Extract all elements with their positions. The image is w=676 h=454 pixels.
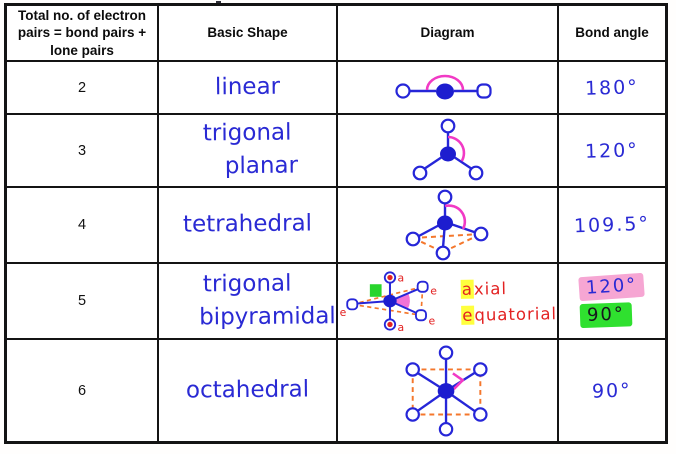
table-row-octahedral-pairs: 6: [7, 340, 159, 441]
equatorial-atom: [415, 309, 427, 322]
table-row-linear-diagram: [338, 62, 559, 115]
table-row-linear-pairs: 2: [7, 62, 159, 115]
table-row-trigonal-bipyramidal-pairs: 5: [7, 264, 159, 340]
equatorial-atom: [416, 280, 429, 293]
central-atom: [437, 382, 455, 399]
equatorial-label: e: [430, 284, 437, 297]
pairs-count: 5: [77, 293, 87, 309]
outer-atom: [440, 118, 455, 133]
table-row-trigonal-planar-shape: trigonal planar: [159, 115, 338, 188]
shape-line-2: planar: [224, 153, 299, 180]
angle-arc-109: [444, 204, 466, 230]
outer-atom: [438, 421, 454, 436]
shape-line-1: trigonal: [202, 119, 292, 147]
pink-120-angle-wedge: [390, 293, 410, 310]
bond-angle-value: 90°: [591, 378, 633, 403]
central-atom: [435, 83, 454, 99]
table-row-linear-shape: linear: [159, 62, 338, 115]
perspective-dashed-square: [411, 367, 482, 415]
header-electron-pairs: Total no. of electron pairs = bond pairs…: [7, 6, 159, 62]
outer-atom: [412, 165, 427, 180]
outer-atom: [435, 245, 450, 261]
outer-atom: [473, 406, 488, 422]
table-row-tetrahedral-pairs: 4: [7, 188, 159, 264]
axial-equatorial-legend: axial equatorial: [460, 278, 557, 325]
highlighted-letter-a: a: [460, 279, 475, 299]
header-diagram: Diagram: [338, 6, 559, 62]
pairs-count: 2: [77, 79, 87, 96]
equatorial-label: e: [429, 314, 436, 327]
octahedral-molecule-diagram: [405, 345, 488, 436]
axial-label: a: [398, 272, 405, 285]
shape-name: tetrahedral: [182, 210, 313, 238]
vsepr-geometry-table: Total no. of electron pairs = bond pairs…: [4, 3, 668, 444]
pairs-count: 4: [77, 217, 87, 233]
shape-name: trigonal planar: [202, 117, 298, 184]
highlighted-letter-e: e: [461, 305, 475, 325]
bond-angle-value: 120°: [584, 138, 640, 163]
legend-axial-rest: xial: [473, 278, 508, 299]
axial-label: a: [398, 321, 405, 334]
table-row-tetrahedral-angle: 109.5°: [559, 188, 665, 264]
green-90-angle-marker: [369, 284, 382, 297]
table-row-trigonal-planar-diagram: [338, 115, 559, 188]
header-basic-shape: Basic Shape: [159, 6, 338, 62]
angle-right-angle-marker: [452, 371, 465, 390]
pairs-count: 3: [77, 142, 87, 159]
perspective-dashed-line: [412, 233, 481, 239]
table-row-tetrahedral-diagram: [338, 188, 559, 264]
table-row-trigonal-planar-pairs: 3: [7, 115, 159, 188]
table-row-trigonal-bipyramidal-angle: 120° 90°: [559, 264, 665, 340]
table-row-linear-angle: 180°: [559, 62, 665, 115]
bond-angle-value: 180°: [584, 75, 640, 100]
outer-atom: [394, 82, 411, 99]
trigonal-planar-molecule-diagram: [412, 118, 483, 180]
outer-atom: [473, 226, 488, 242]
axial-atom-red-dot: [387, 321, 393, 328]
outer-atom: [405, 361, 420, 377]
central-atom: [436, 215, 453, 231]
bond-angle-value-axial: 90°: [579, 302, 633, 329]
legend-equatorial-rest: quatorial: [474, 303, 558, 325]
pairs-count: 6: [77, 382, 87, 399]
outer-atom: [437, 189, 452, 205]
outer-atom: [468, 165, 483, 180]
shape-line-2: bipyramidal: [199, 303, 337, 331]
tetrahedral-molecule-diagram: [405, 189, 488, 261]
perspective-dashed-line: [352, 303, 422, 317]
header-bond-angle: Bond angle: [559, 6, 665, 62]
outer-atom: [475, 82, 492, 99]
table-row-trigonal-planar-angle: 120°: [559, 115, 665, 188]
shape-name: trigonal bipyramidal: [179, 267, 336, 335]
table-row-trigonal-bipyramidal-shape: trigonal bipyramidal: [159, 264, 338, 340]
perspective-dashed-line: [352, 285, 423, 306]
outer-atom: [473, 361, 488, 377]
trigonal-bipyramidal-molecule-diagram: a a e e e: [340, 271, 437, 334]
bond-angle-value: 109.5°: [573, 212, 651, 238]
outer-atom: [438, 345, 454, 360]
table-row-octahedral-angle: 90°: [559, 340, 665, 441]
angle-arc-180: [425, 74, 464, 90]
legend-equatorial: equatorial: [461, 304, 557, 325]
table-row-trigonal-bipyramidal-diagram: a a e e e axial equatorial: [338, 264, 559, 340]
angle-arc-120: [447, 135, 465, 162]
bond-angle-value-equatorial: 120°: [578, 272, 646, 302]
axial-atom-red-dot: [387, 274, 393, 281]
shape-name: octahedral: [185, 376, 310, 404]
table-row-octahedral-shape: octahedral: [159, 340, 338, 441]
table-row-tetrahedral-shape: tetrahedral: [159, 188, 338, 264]
central-atom: [439, 146, 456, 161]
perspective-dashed-line: [442, 233, 481, 253]
linear-molecule-diagram: [394, 74, 492, 99]
outer-atom: [405, 231, 420, 247]
outer-atom: [405, 406, 420, 422]
equatorial-label: e: [340, 306, 347, 319]
table-row-octahedral-diagram: [338, 340, 559, 441]
legend-axial: axial: [460, 278, 508, 299]
shape-line-1: trigonal: [202, 270, 292, 298]
equatorial-atom: [346, 298, 359, 311]
central-atom: [383, 294, 397, 308]
shape-name: linear: [214, 73, 281, 101]
